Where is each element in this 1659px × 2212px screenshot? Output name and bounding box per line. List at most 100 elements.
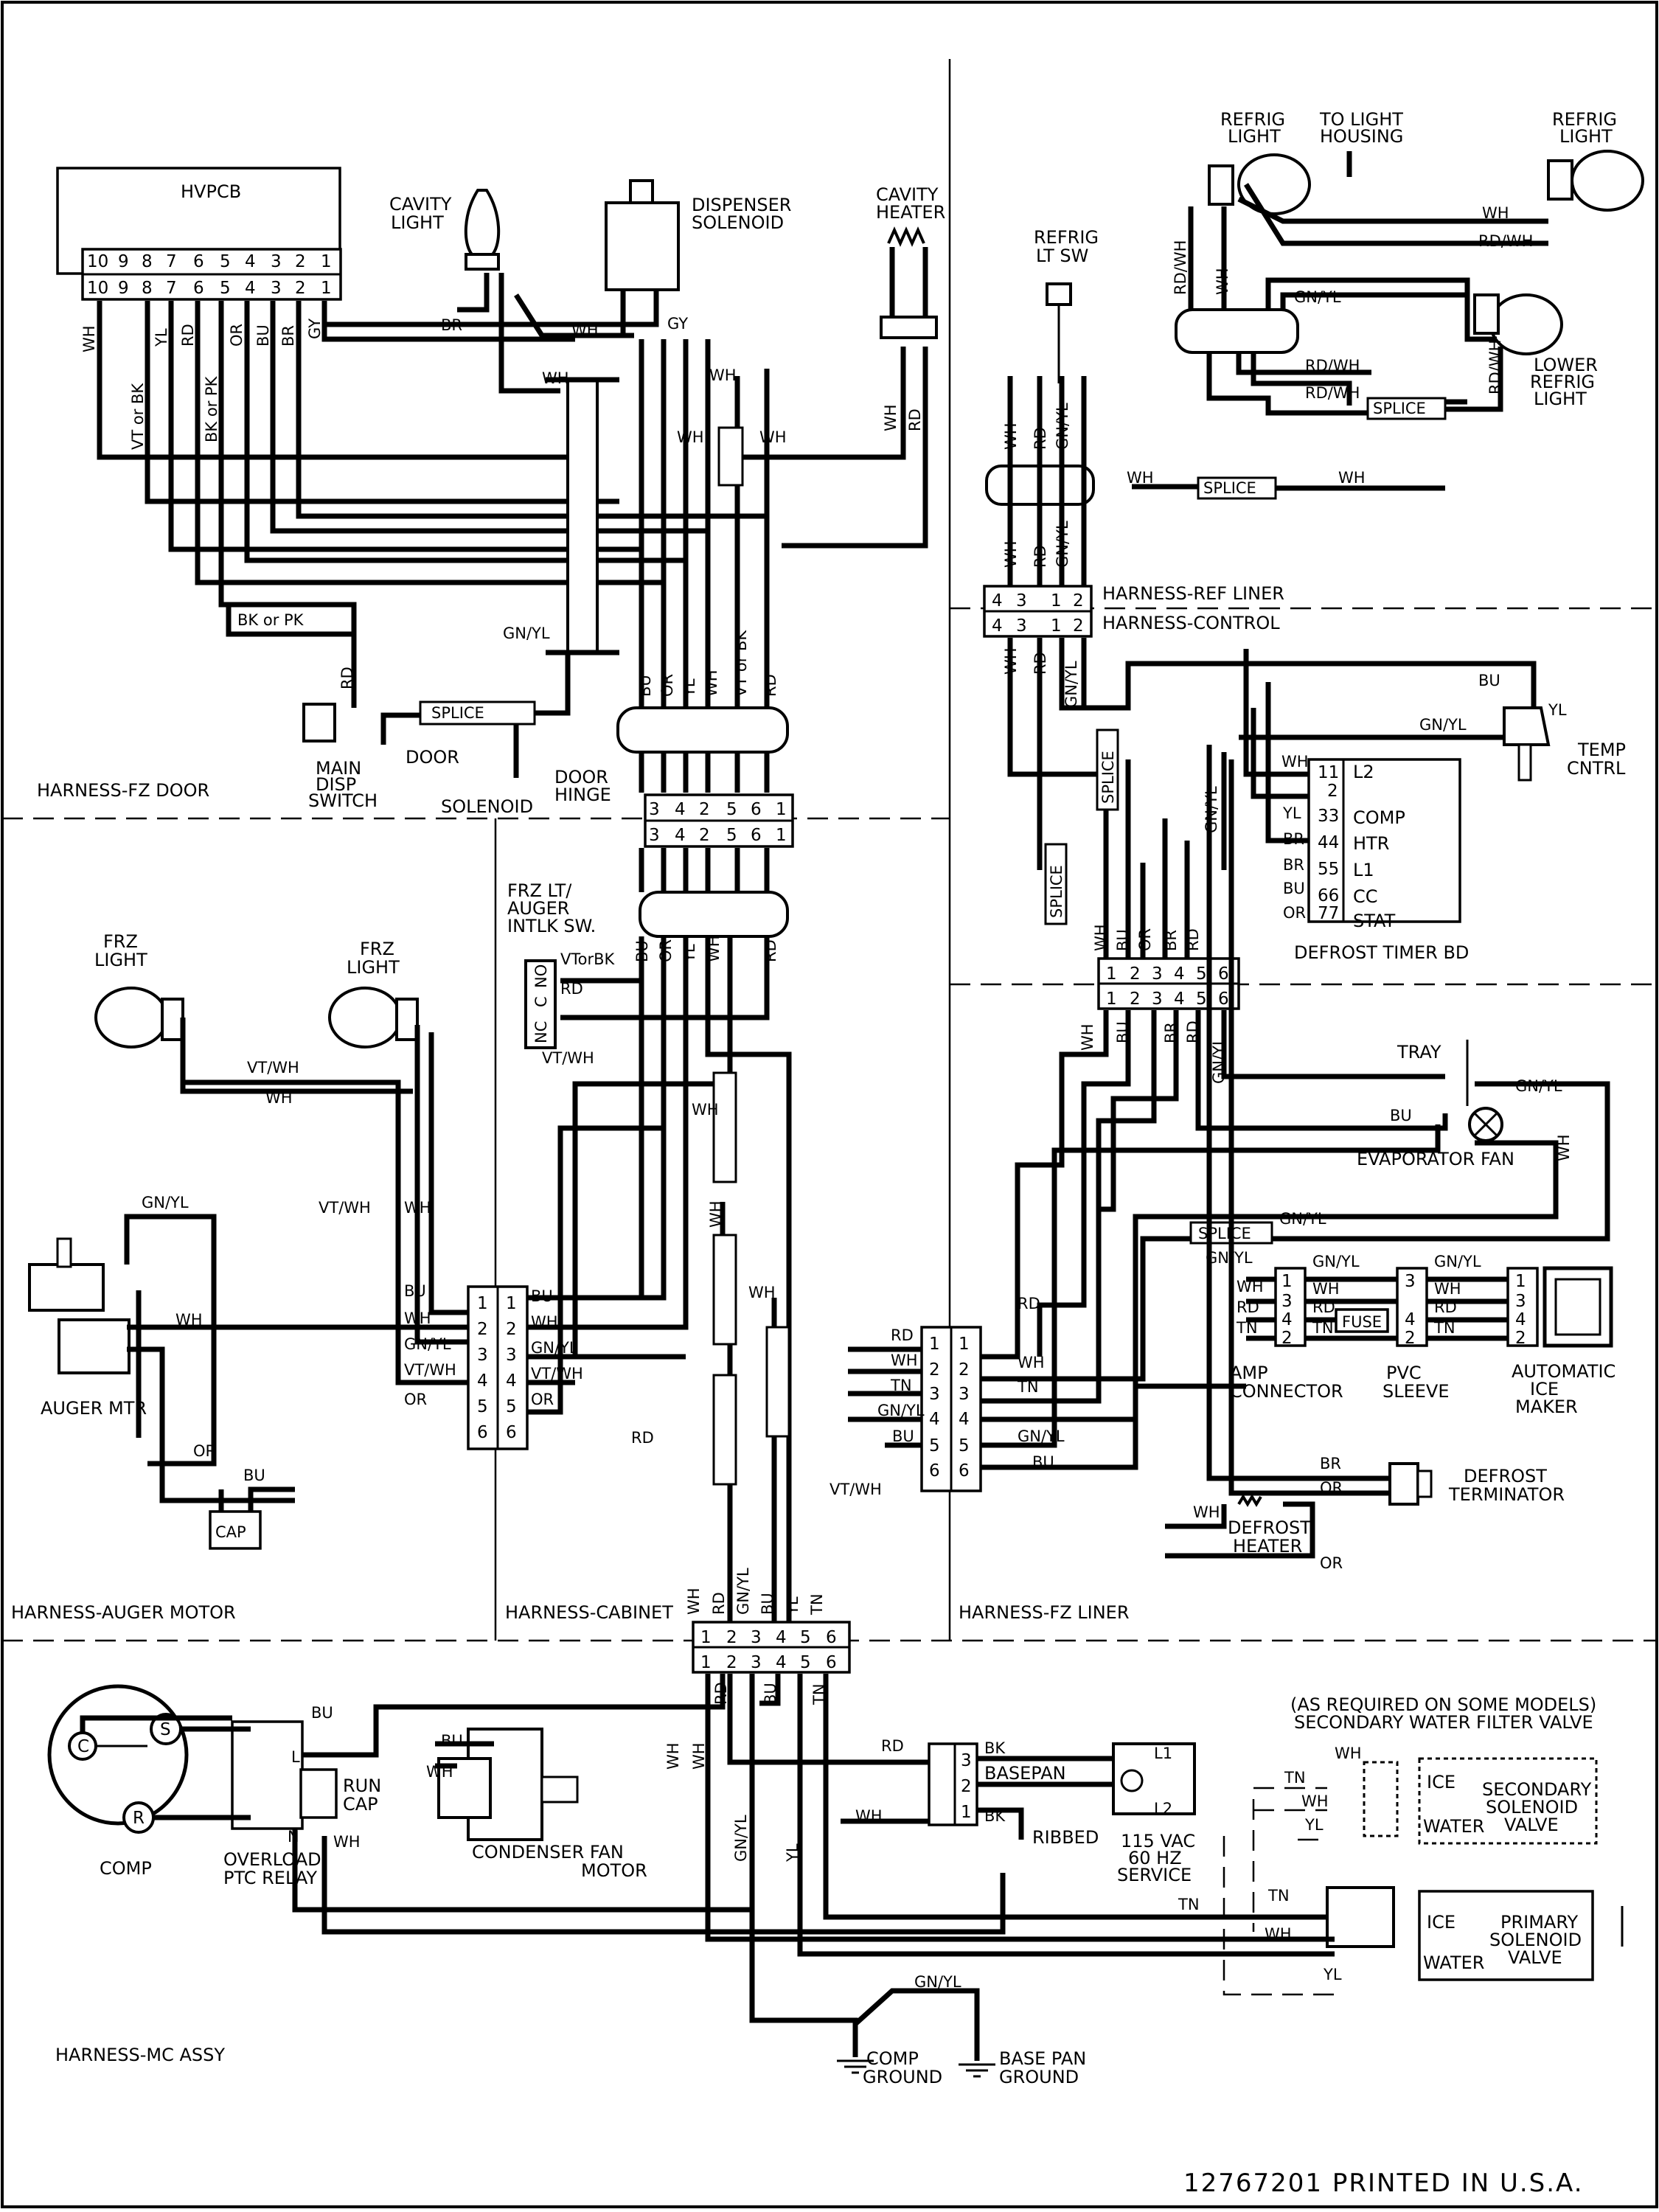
svg-text:OR: OR [193, 1442, 216, 1460]
svg-text:RD: RD [1018, 1295, 1040, 1312]
svg-text:4: 4 [1174, 990, 1185, 1009]
svg-text:WH: WH [759, 428, 787, 446]
svg-text:GN/YL: GN/YL [1312, 1253, 1360, 1270]
svg-text:RD: RD [179, 324, 197, 347]
refrig-light-2-label: REFRIG [1552, 109, 1617, 130]
main-disp-switch-label: MAIN [316, 758, 361, 779]
svg-text:3: 3 [1405, 1272, 1416, 1291]
svg-text:2: 2 [1327, 782, 1338, 801]
svg-text:3: 3 [506, 1346, 517, 1365]
dispenser-solenoid-label-2: SOLENOID [692, 212, 784, 233]
svg-text:6: 6 [193, 252, 204, 271]
svg-text:1: 1 [1051, 616, 1062, 636]
svg-text:RD/WH: RD/WH [1305, 357, 1360, 375]
svg-text:PTC RELAY: PTC RELAY [223, 1868, 317, 1888]
svg-text:BK or PK: BK or PK [203, 375, 220, 442]
svg-text:WH: WH [1079, 1023, 1096, 1051]
basepan-label: BASEPAN [984, 1763, 1066, 1784]
svg-text:TN: TN [1267, 1887, 1290, 1905]
refrig-light-1-label: REFRIG [1220, 109, 1285, 130]
svg-text:5: 5 [1196, 990, 1207, 1009]
svg-text:OR: OR [658, 674, 676, 697]
svg-text:RD: RD [1237, 1298, 1259, 1316]
svg-text:SLEEVE: SLEEVE [1382, 1381, 1450, 1402]
frz-light-wires [180, 1018, 472, 1385]
svg-text:4: 4 [992, 591, 1003, 611]
ref-liner-connector: 4 3 1 2 4 3 1 2 [983, 585, 1093, 638]
svg-text:CC: CC [1353, 886, 1378, 907]
svg-text:1: 1 [1106, 964, 1117, 984]
svg-text:YL: YL [681, 678, 698, 698]
condenser-fan-label: CONDENSER FAN [472, 1842, 624, 1863]
svg-text:L2: L2 [1154, 1800, 1172, 1818]
svg-text:6: 6 [1218, 990, 1229, 1009]
cavity-heater-label-2: HEATER [876, 202, 945, 223]
svg-text:BU: BU [311, 1704, 333, 1722]
svg-text:WH: WH [404, 1199, 431, 1217]
svg-text:BU: BU [762, 1683, 779, 1705]
svg-text:L: L [291, 1748, 300, 1766]
svg-text:8: 8 [142, 252, 153, 271]
svg-text:2: 2 [1405, 1329, 1416, 1348]
svg-text:2: 2 [295, 279, 306, 298]
svg-text:VT/WH: VT/WH [531, 1365, 583, 1382]
auger-block-wires [527, 981, 686, 1415]
svg-text:GN/YL: GN/YL [1054, 403, 1071, 450]
svg-text:2: 2 [959, 1360, 970, 1380]
svg-text:WH: WH [677, 428, 704, 446]
pvc-sleeve: 3 4 2 [1396, 1267, 1428, 1348]
svg-text:BU: BU [254, 324, 272, 347]
svg-text:WH: WH [1193, 1503, 1220, 1521]
svg-text:6: 6 [477, 1423, 488, 1442]
svg-text:1: 1 [929, 1335, 940, 1354]
door-hinge-trunk [546, 339, 770, 708]
svg-text:SPLICE: SPLICE [431, 704, 484, 722]
svg-text:1: 1 [700, 1628, 712, 1647]
svg-text:BR: BR [1162, 930, 1180, 951]
svg-text:3: 3 [961, 1751, 972, 1770]
svg-text:GN/YL: GN/YL [1434, 1253, 1481, 1270]
svg-text:WH: WH [1335, 1745, 1362, 1762]
svg-text:RD: RD [631, 1429, 654, 1447]
svg-text:5: 5 [929, 1436, 940, 1455]
door-hinge-splice [717, 426, 744, 487]
svg-text:4: 4 [1174, 964, 1185, 984]
svg-text:4: 4 [245, 279, 256, 298]
svg-text:INTLK SW.: INTLK SW. [507, 916, 596, 936]
svg-text:RD: RD [560, 980, 583, 998]
svg-text:REFRIG: REFRIG [1530, 372, 1595, 392]
svg-text:4: 4 [1405, 1310, 1416, 1329]
svg-text:WH: WH [426, 1763, 453, 1781]
defrost-timer-bd [1307, 758, 1461, 923]
svg-text:STAT: STAT [1353, 911, 1396, 931]
svg-text:BR: BR [1283, 830, 1304, 848]
svg-text:5: 5 [220, 252, 231, 271]
svg-text:WH: WH [175, 1311, 203, 1329]
svg-text:YL: YL [784, 1843, 801, 1863]
svg-text:SPLICE: SPLICE [1198, 1225, 1251, 1242]
svg-text:2: 2 [699, 800, 710, 819]
evaporator-fan-label: EVAPORATOR FAN [1357, 1149, 1514, 1169]
defrost-timer-bd-label: DEFROST TIMER BD [1294, 942, 1469, 963]
svg-text:GY: GY [667, 315, 688, 333]
comp-label: COMP [100, 1858, 152, 1879]
svg-text:SPLICE: SPLICE [1099, 751, 1117, 804]
svg-text:3: 3 [929, 1385, 940, 1404]
svg-text:1: 1 [477, 1294, 488, 1313]
svg-text:2: 2 [1073, 616, 1084, 636]
svg-text:WH: WH [1237, 1278, 1264, 1295]
svg-text:TN: TN [1284, 1769, 1306, 1787]
svg-text:2: 2 [1073, 591, 1084, 611]
svg-text:BK: BK [984, 1739, 1006, 1757]
svg-text:2: 2 [699, 826, 710, 845]
svg-text:WH: WH [1002, 647, 1020, 675]
svg-text:10: 10 [87, 252, 108, 271]
svg-text:GN/YL: GN/YL [404, 1335, 451, 1353]
cavity-light-label: CAVITY [389, 194, 452, 215]
svg-text:N: N [288, 1828, 299, 1846]
svg-text:4: 4 [776, 1628, 787, 1647]
svg-text:4: 4 [776, 1653, 787, 1672]
svg-text:4: 4 [959, 1410, 970, 1429]
svg-text:WH: WH [1281, 753, 1309, 771]
refrig-lt-sw [1046, 282, 1072, 383]
